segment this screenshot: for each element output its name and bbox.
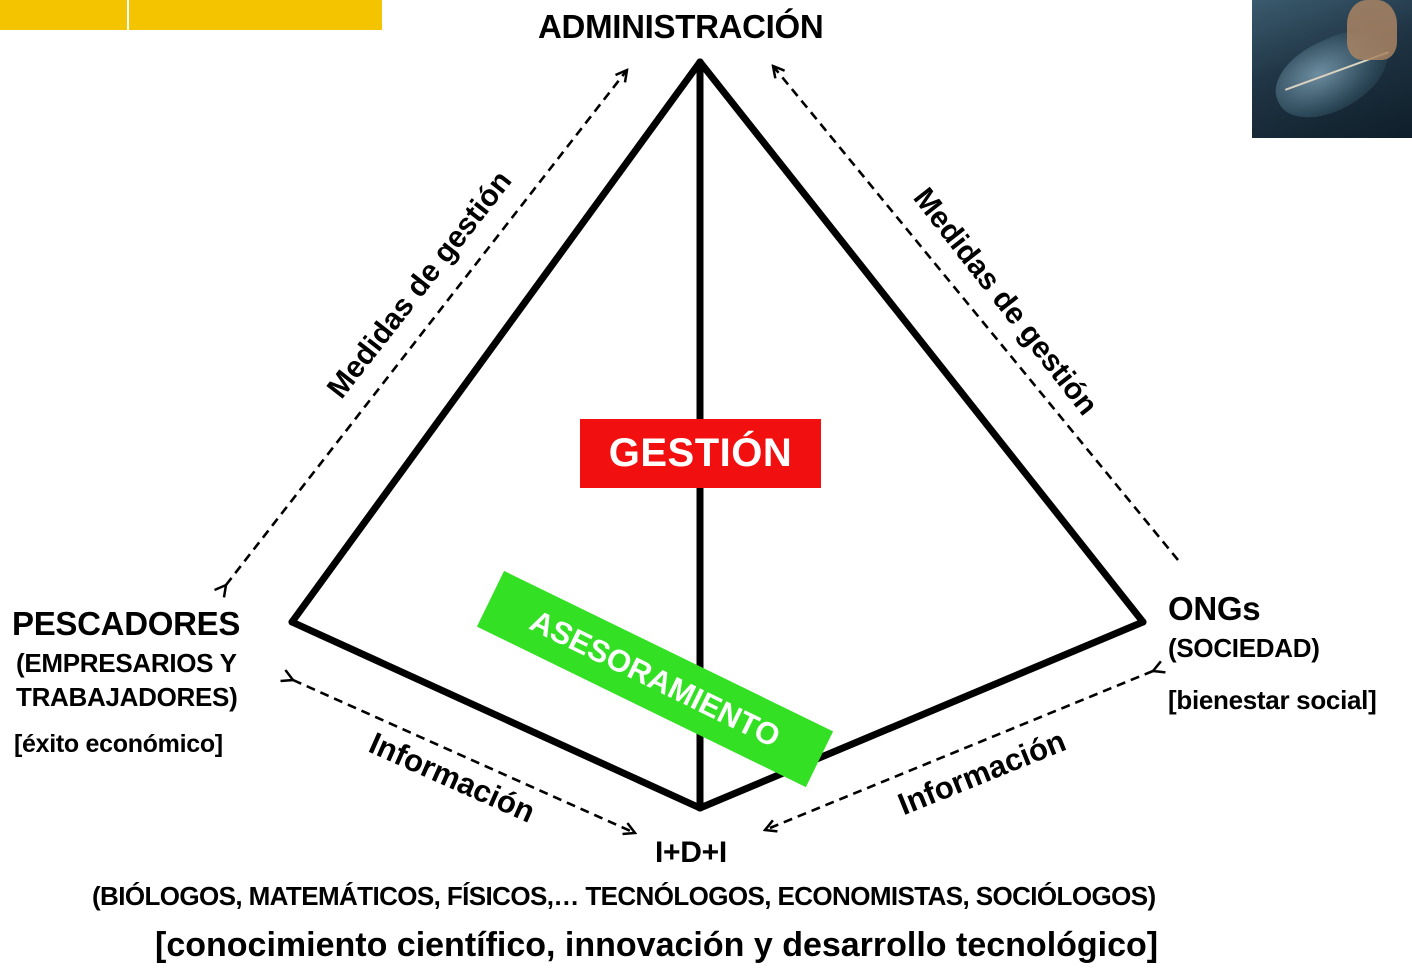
arrow-left-lower	[293, 680, 635, 833]
node-pescadores-title: PESCADORES	[12, 605, 241, 642]
top-accent-bar	[0, 0, 382, 30]
node-idi-title: I+D+I	[655, 836, 727, 869]
fisher-figure-shape	[1347, 0, 1397, 60]
arrow-left-upper	[226, 70, 627, 585]
node-administracion: ADMINISTRACIÓN	[538, 8, 824, 45]
node-pescadores-goal: [éxito económico]	[14, 730, 223, 758]
node-pescadores-line1: (EMPRESARIOS Y	[16, 648, 237, 678]
arrow-right-upper	[773, 66, 1180, 561]
node-ongs-goal: [bienestar social]	[1168, 685, 1377, 715]
node-pescadores-line2: TRABAJADORES)	[16, 682, 238, 712]
node-ongs-title: ONGs	[1168, 590, 1261, 627]
node-idi-goal: [conocimiento científico, innovación y d…	[155, 926, 1159, 964]
dashed-arrows	[226, 66, 1180, 833]
node-idi-line1: (BIÓLOGOS, MATEMÁTICOS, FÍSICOS,… TECNÓL…	[92, 881, 1156, 911]
edge-apex-right	[696, 58, 1147, 626]
gestion-box: GESTIÓN	[580, 419, 821, 488]
top-bar-divider	[127, 0, 129, 30]
node-ongs-line1: (SOCIEDAD)	[1168, 633, 1320, 663]
fishing-boat-photo	[1252, 0, 1412, 138]
arrow-right-lower	[765, 671, 1153, 830]
